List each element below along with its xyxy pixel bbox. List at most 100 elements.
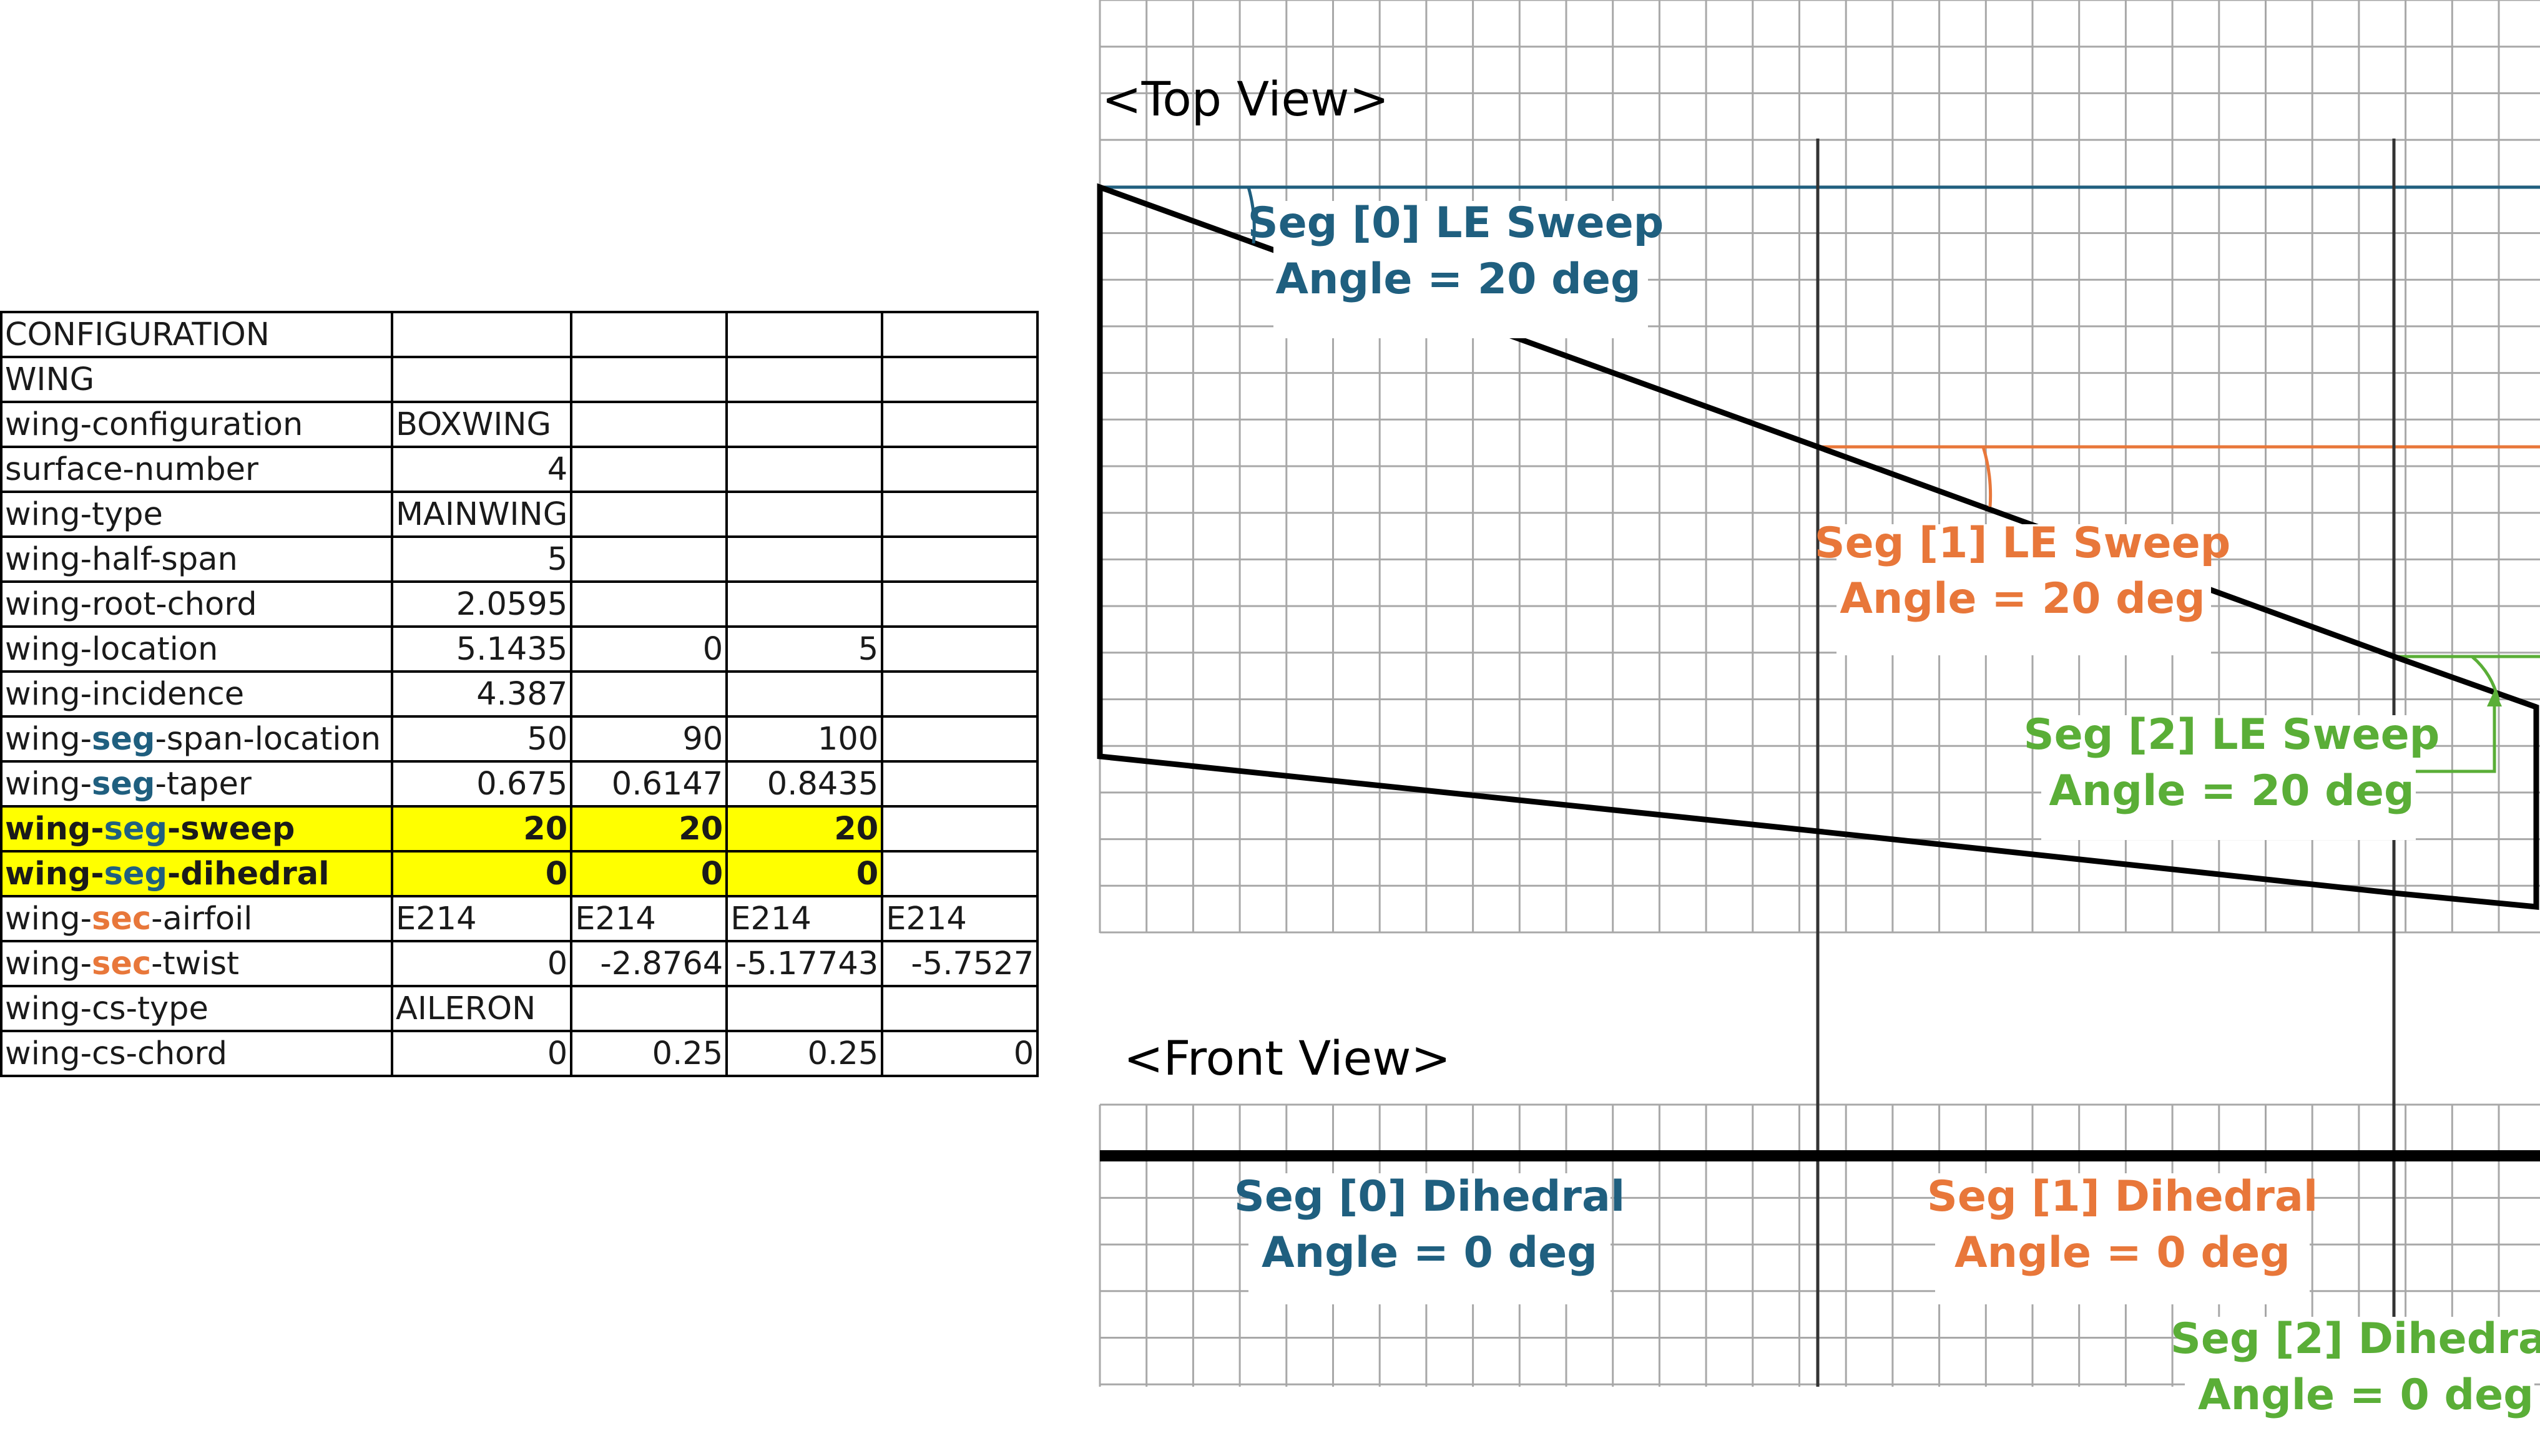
table-row: wing-incidence 4.387 (0, 670, 1039, 718)
table-row: CONFIGURATION (0, 311, 1039, 358)
row-key-part: -sweep (167, 810, 295, 848)
row-value: 4 (390, 446, 573, 493)
row-value (570, 311, 728, 358)
row-value (725, 491, 884, 538)
row-value (390, 311, 573, 358)
row-value (881, 805, 1039, 853)
row-value (725, 446, 884, 493)
row-key: wing-half-span (0, 535, 393, 583)
top-label-2-background (2041, 715, 2416, 840)
row-value: 5.1435 (390, 625, 573, 673)
row-key: wing-incidence (0, 670, 393, 718)
seg2-sweep-angle-arc (2471, 655, 2500, 701)
row-key: wing-location (0, 625, 393, 673)
row-value: MAINWING (390, 491, 573, 538)
row-key: wing-seg-sweep (0, 805, 393, 853)
row-key-part: wing-incidence (5, 675, 245, 713)
row-key: wing-root-chord (0, 580, 393, 628)
row-value (570, 446, 728, 493)
row-value: E214 (881, 895, 1039, 942)
front-seg2-label-line1: Seg [2] Dihedral (2170, 1314, 2540, 1364)
row-value: 2.0595 (390, 580, 573, 628)
row-value: 0 (570, 850, 728, 897)
row-value: 0 (881, 1030, 1039, 1077)
row-key: wing-seg-dihedral (0, 850, 393, 897)
row-value: 0.675 (390, 760, 573, 808)
row-key-part: wing-configuration (5, 406, 303, 443)
row-value (570, 670, 728, 718)
row-key-part: wing-half-span (5, 540, 238, 578)
table-row: WING (0, 356, 1039, 403)
seg0-sweep-angle-arc (1247, 187, 1256, 244)
row-key-part: WING (5, 361, 95, 398)
row-key-part: -dihedral (167, 855, 330, 892)
row-value (881, 670, 1039, 718)
row-value: 0 (390, 1030, 573, 1077)
row-value: -5.7527 (881, 940, 1039, 987)
table-row: wing-cs-type AILERON (0, 985, 1039, 1032)
row-value: 50 (390, 715, 573, 763)
row-key: wing-configuration (0, 401, 393, 448)
wing-outline (1097, 183, 2539, 910)
top-seg0-label-line2: Angle = 20 deg (1275, 255, 1640, 304)
row-key-part: CONFIGURATION (5, 316, 270, 353)
row-key-part: wing-cs-type (5, 990, 208, 1027)
row-value (881, 715, 1039, 763)
row-key: wing-seg-span-location (0, 715, 393, 763)
top-label-0-background (1273, 201, 1648, 338)
row-value (881, 311, 1039, 358)
top-view-heading: <Top View> (1102, 71, 1389, 127)
row-key: CONFIGURATION (0, 311, 393, 358)
row-key: wing-cs-chord (0, 1030, 393, 1077)
row-value: 20 (570, 805, 728, 853)
row-key-part: wing- (5, 720, 92, 758)
row-value (881, 760, 1039, 808)
top-seg0-label-line1: Seg [0] LE Sweep (1248, 198, 1664, 248)
row-value: BOXWING (390, 401, 573, 448)
row-value (570, 535, 728, 583)
row-key-part: seg (91, 765, 155, 803)
row-value (725, 356, 884, 403)
row-value (725, 311, 884, 358)
front-seg0-label-line1: Seg [0] Dihedral (1234, 1172, 1625, 1221)
row-value: E214 (725, 895, 884, 942)
top-seg1-label-line1: Seg [1] LE Sweep (1815, 519, 2231, 568)
front-label-0-background (1248, 1173, 1611, 1304)
row-key-part: sec (91, 945, 152, 982)
row-value: AILERON (390, 985, 573, 1032)
row-value: 4.387 (390, 670, 573, 718)
front-seg1-label-line2: Angle = 0 deg (1954, 1228, 2290, 1278)
row-key-part: wing-location (5, 630, 218, 668)
row-value: 5 (725, 625, 884, 673)
row-value: 0 (390, 940, 573, 987)
row-key-part: wing- (5, 810, 104, 848)
row-value: E214 (390, 895, 573, 942)
row-value: 0 (390, 850, 573, 897)
row-value: 20 (725, 805, 884, 853)
row-value (570, 356, 728, 403)
row-key-part: sec (91, 900, 152, 937)
row-value: 0.25 (725, 1030, 884, 1077)
row-value (570, 491, 728, 538)
row-value (881, 356, 1039, 403)
row-value (881, 401, 1039, 448)
row-value: 90 (570, 715, 728, 763)
row-value (881, 985, 1039, 1032)
row-value (881, 850, 1039, 897)
row-value: 0.6147 (570, 760, 728, 808)
seg1-sweep-angle-arc (1981, 446, 1993, 507)
row-key: wing-type (0, 491, 393, 538)
front-seg2-label-line2: Angle = 0 deg (2198, 1370, 2534, 1420)
row-value (725, 985, 884, 1032)
top-seg2-label-line1: Seg [2] LE Sweep (2024, 710, 2440, 760)
front-label-2-background (2185, 1317, 2534, 1451)
wing-configuration-table: CONFIGURATION WING wing-configuration BOXWI… (0, 311, 1039, 1077)
row-key: wing-sec-twist (0, 940, 393, 987)
